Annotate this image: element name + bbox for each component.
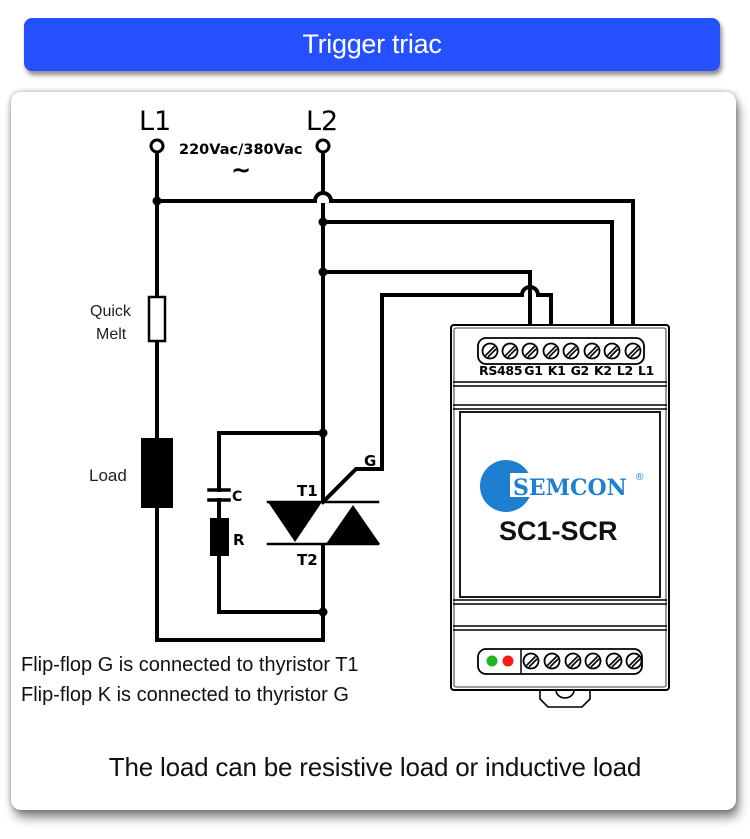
terminal-l1-icon — [149, 138, 165, 154]
led-red-icon — [502, 655, 514, 667]
screw-slot — [608, 655, 621, 668]
screw-slot — [504, 345, 517, 358]
resistor-label: R — [233, 531, 245, 549]
triac-t1-label: T1 — [297, 482, 318, 500]
note-gate: Flip-flop G is connected to thyristor T1 — [21, 654, 359, 676]
wire-l1-low — [155, 506, 325, 642]
screw-slot — [565, 345, 578, 358]
brand-name: SEMCON — [513, 475, 627, 501]
triac-down-triangle-icon — [268, 502, 322, 542]
capacitor-label: C — [232, 489, 242, 505]
wire-snubber — [217, 431, 325, 614]
screw-slot — [627, 345, 640, 358]
top-terminal-labels: RS485 G1 K1 G2 K2 L2 L1 — [479, 363, 654, 378]
bottom-terminal-screws — [522, 652, 643, 670]
load-icon — [141, 438, 173, 508]
junction-dot — [318, 428, 328, 438]
footer-text: The load can be resistive load or induct… — [108, 752, 642, 782]
junction-dot — [152, 196, 162, 206]
screw-slot — [546, 655, 559, 668]
triac-t2-label: T2 — [297, 551, 318, 569]
title-banner: Trigger triac — [24, 18, 720, 71]
junction-dot — [318, 217, 328, 227]
terminal-l1-label: L1 — [139, 106, 171, 137]
wire-l1-to-module — [155, 191, 635, 345]
screw-slot — [545, 345, 558, 358]
din-clip-icon — [539, 689, 591, 708]
screw-slot — [524, 345, 537, 358]
fuse-label-2: Melt — [96, 326, 127, 343]
wire-gate-to-k1 — [380, 285, 553, 467]
sc1-scr-module: RS485 G1 K1 G2 K2 L2 L1 SEMCON ® SC1-SCR — [450, 324, 670, 708]
terminal-l2-icon — [315, 138, 331, 154]
wire-l2-to-module — [321, 220, 614, 345]
note-cathode: Flip-flop K is connected to thyristor G — [21, 684, 349, 706]
voltage-label: 220Vac/380Vac — [179, 142, 302, 158]
wire-gate-diagonal — [320, 467, 384, 505]
junction-dot — [318, 607, 328, 617]
page-title: Trigger triac — [302, 29, 442, 59]
screw-slot — [567, 655, 580, 668]
screw-slot — [525, 655, 538, 668]
load-label: Load — [89, 466, 127, 485]
registered-mark: ® — [636, 472, 644, 483]
screw-slot — [587, 655, 600, 668]
triac-up-triangle-icon — [326, 505, 380, 544]
wire-t1-to-g1 — [321, 270, 532, 345]
top-terminal-screws — [481, 342, 642, 360]
led-green-icon — [486, 655, 498, 667]
fuse-label: Quick — [90, 303, 132, 320]
ac-symbol: ~ — [231, 156, 251, 184]
junction-dot — [318, 267, 328, 277]
screw-slot — [484, 345, 497, 358]
model-name: SC1-SCR — [499, 516, 618, 546]
capacitor-icon — [207, 488, 231, 502]
resistor-icon — [210, 518, 229, 556]
triac-gate-label: G — [364, 452, 376, 470]
screw-slot — [606, 345, 619, 358]
fuse-icon — [147, 295, 167, 343]
screw-slot — [628, 655, 641, 668]
screw-slot — [586, 345, 599, 358]
terminal-l2-label: L2 — [306, 106, 338, 137]
